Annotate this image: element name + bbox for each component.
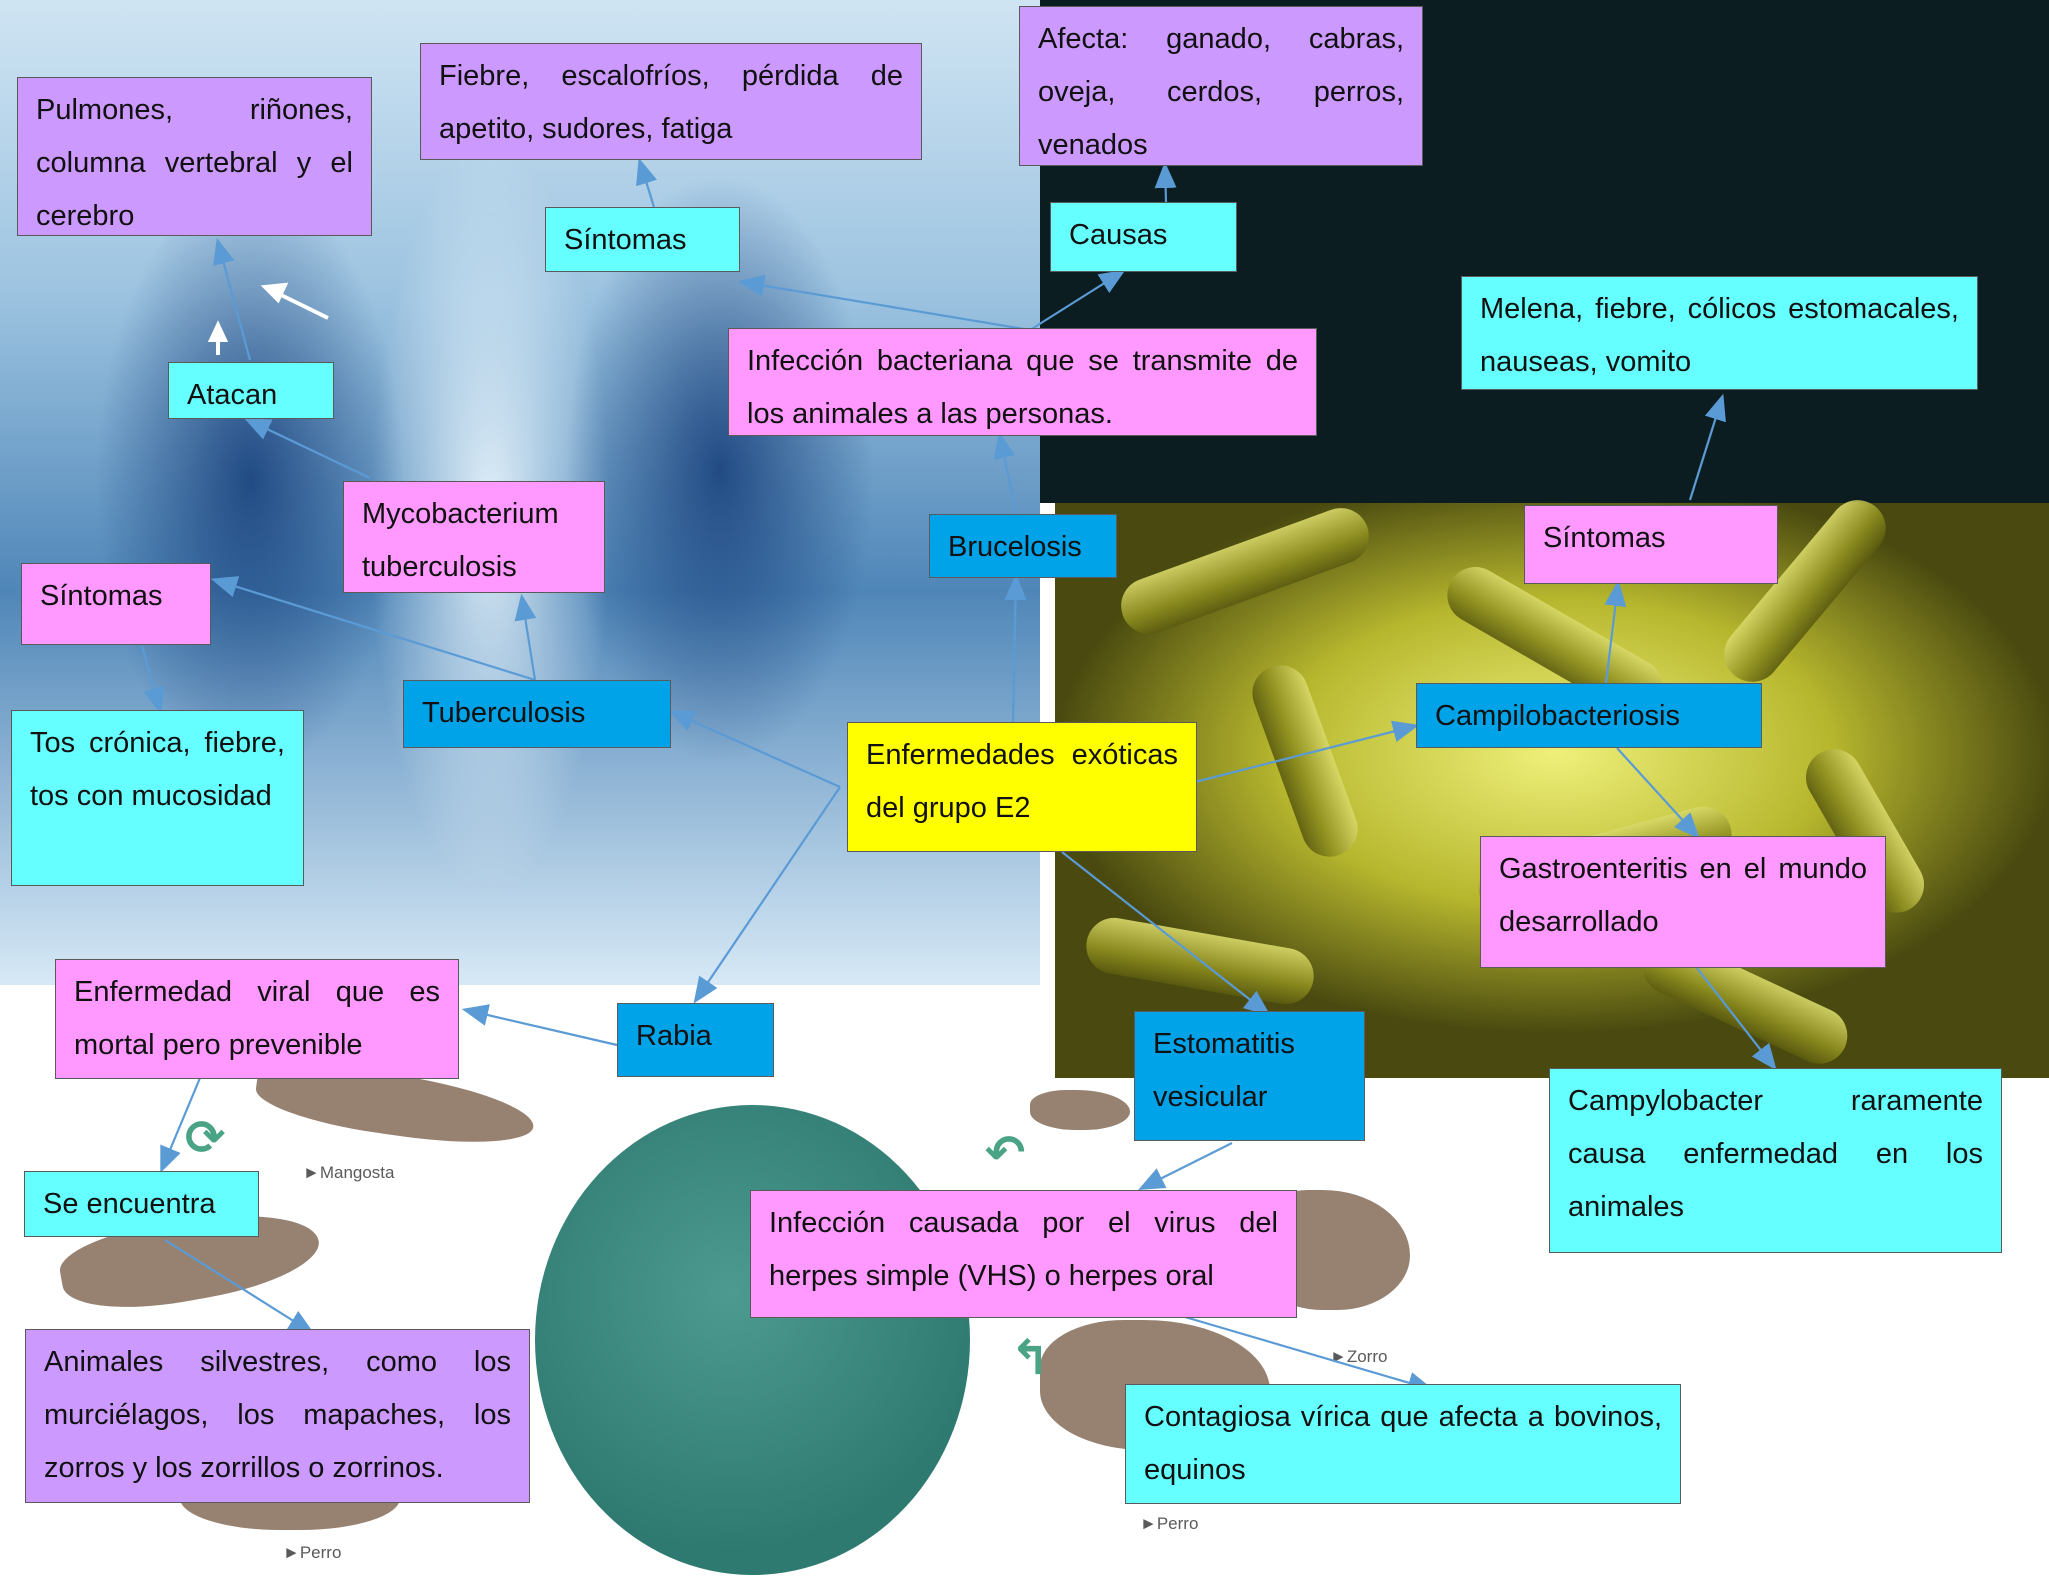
rabia-found-node: Se encuentra (24, 1171, 259, 1237)
campi-symptoms-text: Melena, fiebre, cólicos estomacales, nau… (1480, 293, 1959, 378)
brucelosis-causes-detail: Afecta: ganado, cabras, oveja, cerdos, p… (1019, 6, 1423, 166)
link-rabia-definition (466, 1010, 617, 1045)
link-center-rabia (696, 787, 840, 1000)
tuberculosis-node: Tuberculosis (403, 680, 671, 748)
link-center-brucelosis (1013, 578, 1016, 722)
link-found-detail (165, 1240, 311, 1332)
campi-symptoms-label: Síntomas (1543, 522, 1666, 554)
tb-agent-label: Mycobacterium tuberculosis (362, 498, 559, 583)
campilobacteriosis-label: Campilobacteriosis (1435, 700, 1680, 732)
tb-symptoms-label: Síntomas (40, 580, 163, 612)
rabia-node: Rabia (617, 1003, 774, 1077)
campi-symptoms-detail: Melena, fiebre, cólicos estomacales, nau… (1461, 276, 1978, 390)
brucelosis-definition-text: Infección bacteriana que se transmite de… (747, 345, 1298, 430)
tb-attacks-text: Pulmones, riñones, columna vertebral y e… (36, 94, 353, 232)
brucelosis-symptoms-node: Síntomas (545, 207, 740, 272)
link-tb-symptoms-detail (142, 646, 160, 710)
link-tb-symptoms (215, 580, 535, 680)
tb-attacks-label: Atacan (187, 379, 277, 411)
link-brucelosis-definition (1000, 436, 1016, 514)
rabia-definition-text: Enfermedad viral que es mortal pero prev… (74, 976, 440, 1061)
brucelosis-definition: Infección bacteriana que se transmite de… (728, 328, 1317, 436)
tb-attacks-detail: Pulmones, riñones, columna vertebral y e… (17, 77, 372, 236)
rabia-found-label: Se encuentra (43, 1188, 216, 1220)
campi-note-text: Campylobacter raramente causa enfermedad… (1568, 1085, 1983, 1223)
center-topic: Enfermedades exóticas del grupo E2 (847, 722, 1197, 852)
tb-symptoms-detail: Tos crónica, fiebre, tos con mucosidad (11, 710, 304, 886)
link-estomatitis-description (1185, 1317, 1430, 1389)
rabia-found-text: Animales silvestres, como los murciélago… (44, 1346, 511, 1484)
link-definition-symptoms (742, 282, 1030, 330)
link-tb-attacks (248, 420, 370, 478)
estomatitis-label: Estomatitis vesicular (1153, 1028, 1295, 1113)
brucelosis-symptoms-text: Fiebre, escalofríos, pérdida de apetito,… (439, 60, 903, 145)
link-campi-symptoms (1606, 584, 1618, 683)
brucelosis-node: Brucelosis (929, 514, 1117, 578)
campi-context-node: Gastroenteritis en el mundo desarrollado (1480, 836, 1886, 968)
tb-symptoms-text: Tos crónica, fiebre, tos con mucosidad (30, 727, 285, 812)
tb-agent-node: Mycobacterium tuberculosis (343, 481, 605, 593)
estomatitis-description-text: Contagiosa vírica que afecta a bovinos, … (1144, 1401, 1662, 1486)
rabia-definition: Enfermedad viral que es mortal pero prev… (55, 959, 459, 1079)
link-center-tuberculosis (672, 712, 840, 787)
rabia-label: Rabia (636, 1020, 712, 1052)
brucelosis-label: Brucelosis (948, 531, 1082, 563)
link-center-estomatitis (1062, 852, 1267, 1013)
rabia-found-detail: Animales silvestres, como los murciélago… (25, 1329, 530, 1503)
brucelosis-symptoms-detail: Fiebre, escalofríos, pérdida de apetito,… (420, 43, 922, 160)
link-center-campilobacteriosis (1195, 726, 1415, 782)
estomatitis-definition-text: Infección causada por el virus del herpe… (769, 1207, 1278, 1292)
link-campi-note (1697, 968, 1774, 1067)
campi-symptoms-node: Síntomas (1524, 505, 1778, 584)
estomatitis-definition: Infección causada por el virus del herpe… (750, 1190, 1297, 1318)
link-rabia-found (162, 1078, 200, 1169)
link-definition-causes (1030, 272, 1122, 330)
tb-attacks-node: Atacan (168, 362, 334, 419)
link-estomatitis-definition (1142, 1143, 1232, 1188)
tb-symptoms-node: Síntomas (21, 563, 211, 645)
center-title: Enfermedades exóticas del grupo E2 (866, 739, 1178, 824)
link-tb-agent (522, 598, 535, 680)
brucelosis-symptoms-label: Síntomas (564, 224, 687, 256)
brucelosis-causes-label: Causas (1069, 219, 1167, 251)
brucelosis-causes-node: Causas (1050, 202, 1237, 272)
link-campi-symptoms-detail (1690, 398, 1722, 500)
brucelosis-causes-text: Afecta: ganado, cabras, oveja, cerdos, p… (1038, 23, 1404, 161)
campi-note-node: Campylobacter raramente causa enfermedad… (1549, 1068, 2002, 1253)
link-causes-detail (1165, 166, 1166, 202)
tuberculosis-label: Tuberculosis (422, 697, 585, 729)
link-attacks-organs (218, 242, 250, 360)
estomatitis-node: Estomatitis vesicular (1134, 1011, 1365, 1141)
link-campi-context (1617, 748, 1697, 836)
campi-context-text: Gastroenteritis en el mundo desarrollado (1499, 853, 1867, 938)
estomatitis-description: Contagiosa vírica que afecta a bovinos, … (1125, 1384, 1681, 1504)
campilobacteriosis-node: Campilobacteriosis (1416, 683, 1762, 748)
link-symptoms-detail (640, 162, 654, 207)
